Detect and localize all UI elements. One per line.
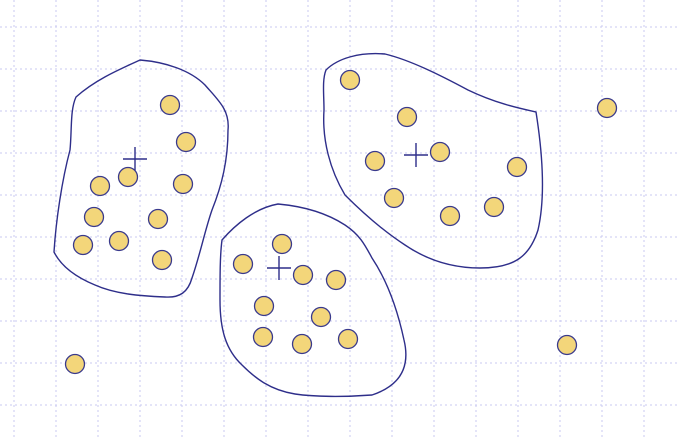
cluster-point xyxy=(506,156,528,178)
cluster-point xyxy=(396,106,418,128)
cluster-point xyxy=(325,269,347,291)
outlier-point xyxy=(556,334,578,356)
centroid-marker-right xyxy=(404,143,428,167)
cluster-point xyxy=(72,234,94,256)
centroid-marker-left xyxy=(123,147,147,171)
cluster-outline-bottom-middle xyxy=(219,203,407,398)
cluster-point xyxy=(364,150,386,172)
centroid-marker-bottom-middle xyxy=(267,256,291,280)
cluster-point xyxy=(175,131,197,153)
cluster-outline-right xyxy=(322,52,544,269)
cluster-point xyxy=(159,94,181,116)
cluster-point xyxy=(253,295,275,317)
outlier-point xyxy=(64,353,86,375)
cluster-point xyxy=(147,208,169,230)
cluster-point xyxy=(108,230,130,252)
cluster-point xyxy=(339,69,361,91)
cluster-outline-left xyxy=(53,59,229,298)
outlier-point xyxy=(596,97,618,119)
cluster-point xyxy=(337,328,359,350)
cluster-point xyxy=(172,173,194,195)
cluster-point xyxy=(151,249,173,271)
cluster-point xyxy=(117,166,139,188)
cluster-point xyxy=(83,206,105,228)
cluster-point xyxy=(310,306,332,328)
cluster-point xyxy=(89,175,111,197)
cluster-point xyxy=(439,205,461,227)
cluster-point xyxy=(252,326,274,348)
cluster-point xyxy=(429,141,451,163)
cluster-point xyxy=(271,233,293,255)
cluster-point xyxy=(232,253,254,275)
cluster-point xyxy=(292,264,314,286)
cluster-point xyxy=(483,196,505,218)
cluster-point xyxy=(291,333,313,355)
cluster-point xyxy=(383,187,405,209)
